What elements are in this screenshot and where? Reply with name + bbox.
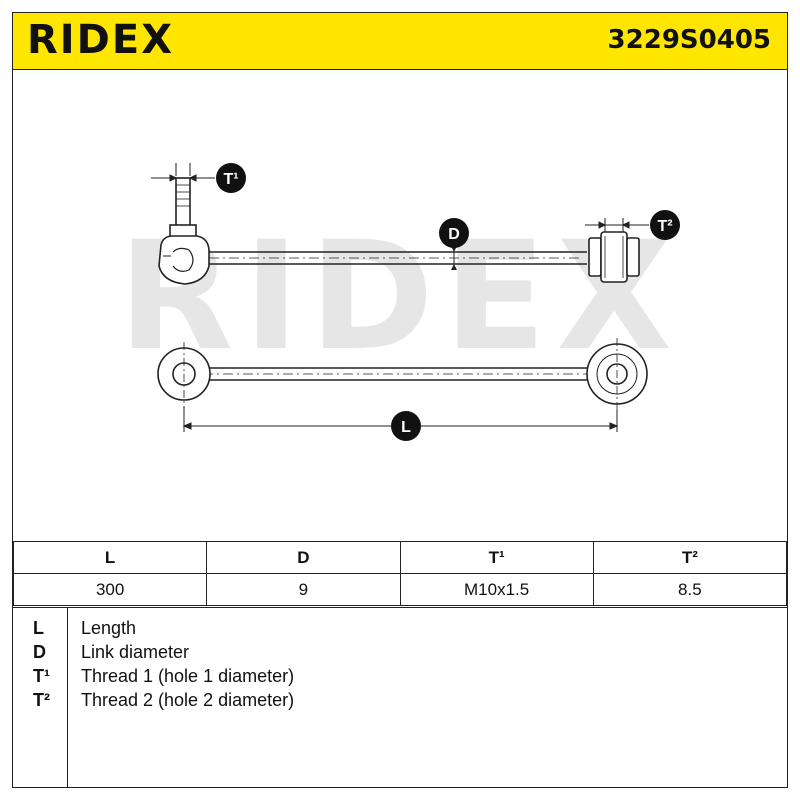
technical-drawing: RIDEX xyxy=(118,163,682,441)
legend-symbol: T² xyxy=(33,690,50,710)
spec-header-t1: T¹ xyxy=(399,541,594,574)
spec-value-t2: 8.5 xyxy=(592,573,788,606)
legend-item: T² Thread 2 (hole 2 diameter) xyxy=(13,690,787,714)
spec-value-t1: M10x1.5 xyxy=(399,573,594,606)
callout-d xyxy=(439,218,469,248)
legend-symbol: L xyxy=(33,618,44,638)
spec-header-row: L D T¹ T² xyxy=(12,541,788,574)
spec-header-t2: T² xyxy=(592,541,788,574)
header-bar: RIDEX 3229S0405 xyxy=(13,13,787,70)
legend-item: L Length xyxy=(13,618,787,642)
callout-t2 xyxy=(650,210,680,240)
legend-description: Thread 1 (hole 1 diameter) xyxy=(81,666,295,686)
callout-l-label: L xyxy=(401,419,411,436)
ball-joint-housing xyxy=(158,235,210,285)
legend-item: T¹ Thread 1 (hole 1 diameter) xyxy=(13,666,787,690)
top-view xyxy=(157,338,648,410)
bushing-flange-right xyxy=(626,237,640,277)
legend-description: Thread 2 (hole 2 diameter) xyxy=(81,690,295,710)
legend-item: D Link diameter xyxy=(13,642,787,666)
side-view xyxy=(158,177,640,285)
legend-divider xyxy=(67,608,68,788)
callout-t1 xyxy=(216,163,246,193)
brand-logo: RIDEX xyxy=(27,17,175,63)
spec-value-d: 9 xyxy=(206,573,401,606)
product-sheet: RIDEX 3229S0405 RIDEX xyxy=(12,12,788,788)
legend: L Length D Link diameter T¹ Thread 1 (ho… xyxy=(13,607,787,788)
spec-table: L D T¹ T² 300 9 M10x1.5 8.5 xyxy=(12,541,788,606)
spec-value-l: 300 xyxy=(12,573,208,606)
callout-l xyxy=(391,411,421,441)
legend-description: Link diameter xyxy=(81,642,190,662)
watermark: RIDEX xyxy=(118,210,682,384)
threaded-stud xyxy=(175,177,191,229)
legend-symbol: T¹ xyxy=(33,666,50,686)
spec-header-d: D xyxy=(206,541,401,574)
callout-d-label: D xyxy=(448,226,460,243)
part-number: 3229S0405 xyxy=(607,25,771,55)
legend-description: Length xyxy=(81,618,137,638)
dimension-t1 xyxy=(151,163,215,182)
callout-t2-label: T² xyxy=(657,218,672,235)
legend-symbol: D xyxy=(33,642,46,662)
bushing-flange-left xyxy=(588,237,602,277)
dimension-t2 xyxy=(585,218,649,232)
callout-t1-label: T¹ xyxy=(223,171,238,188)
spec-value-row: 300 9 M10x1.5 8.5 xyxy=(12,573,788,606)
spec-header-l: L xyxy=(12,541,208,574)
